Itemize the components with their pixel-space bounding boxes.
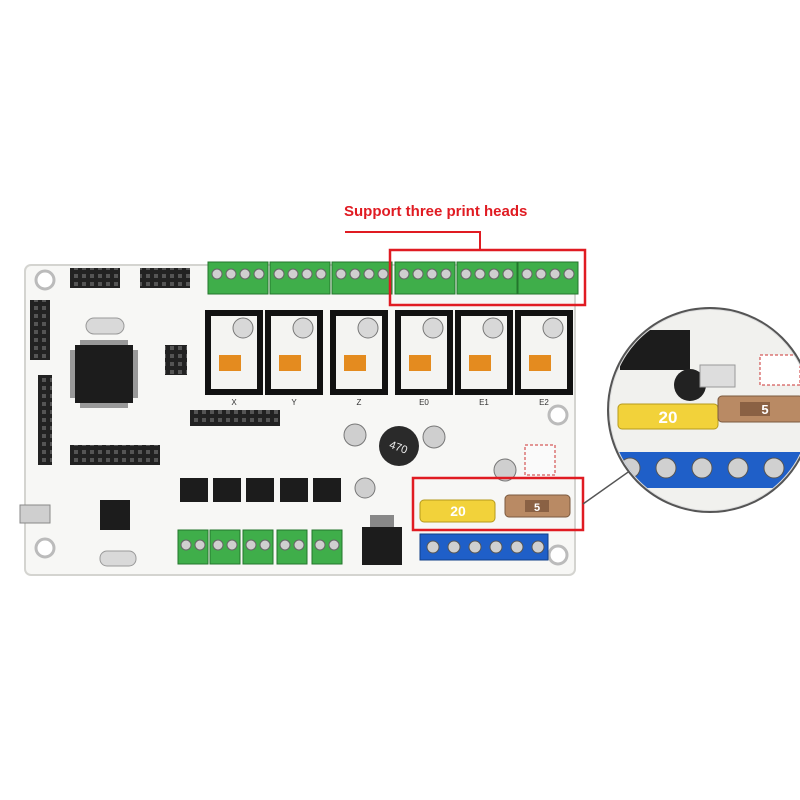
callout-text: Support three print heads bbox=[344, 203, 528, 220]
terminal-block bbox=[517, 261, 579, 295]
crystal-oscillator bbox=[85, 317, 125, 335]
usb-port bbox=[19, 504, 51, 524]
driver-socket-e0: E0 bbox=[395, 310, 453, 407]
capacitor bbox=[422, 425, 446, 449]
driver-label: E0 bbox=[419, 398, 429, 407]
screw bbox=[727, 457, 749, 479]
stepper-driver-sockets: X Y Z E0 E1 E2 bbox=[205, 310, 573, 407]
screw bbox=[763, 457, 785, 479]
fuse-small-label: 5 bbox=[534, 502, 540, 514]
mount-hole bbox=[547, 404, 569, 426]
terminal-block bbox=[394, 261, 456, 295]
screw bbox=[691, 457, 713, 479]
driver-socket-z: Z bbox=[330, 310, 388, 407]
screw bbox=[426, 540, 440, 554]
bottom-terminals bbox=[177, 529, 343, 565]
terminal-block bbox=[209, 529, 241, 565]
header-pins bbox=[70, 445, 160, 465]
driver-label: X bbox=[231, 398, 237, 407]
power-terminal bbox=[419, 533, 549, 561]
terminal-block bbox=[207, 261, 269, 295]
callout-line bbox=[345, 231, 481, 250]
terminal-block bbox=[177, 529, 209, 565]
driver-socket-e2: E2 bbox=[515, 310, 573, 407]
fuse-large bbox=[419, 499, 496, 523]
driver-label: E1 bbox=[479, 398, 489, 407]
capacitor bbox=[354, 477, 376, 499]
header-pins bbox=[190, 410, 280, 426]
terminal-block bbox=[311, 529, 343, 565]
top-terminals bbox=[207, 261, 579, 295]
screw bbox=[531, 540, 545, 554]
inductor bbox=[379, 426, 419, 466]
driver-label: Z bbox=[357, 398, 362, 407]
header-pins bbox=[165, 345, 187, 375]
main-microcontroller bbox=[75, 345, 133, 403]
header-pins bbox=[38, 375, 52, 465]
screw bbox=[510, 540, 524, 554]
capacitor bbox=[343, 423, 367, 447]
screw bbox=[468, 540, 482, 554]
screw bbox=[489, 540, 503, 554]
terminal-block bbox=[456, 261, 518, 295]
mount-hole bbox=[34, 537, 56, 559]
zoom-inset: 20 5 bbox=[607, 307, 800, 513]
terminal-block bbox=[242, 529, 274, 565]
inset-fuse-small-label: 5 bbox=[761, 402, 768, 417]
terminal-block bbox=[269, 261, 331, 295]
header-pins bbox=[30, 300, 50, 360]
capacitor bbox=[493, 458, 517, 482]
terminal-block bbox=[331, 261, 393, 295]
driver-socket-y: Y bbox=[265, 310, 323, 407]
header-pins bbox=[70, 268, 120, 288]
mosfets bbox=[180, 478, 341, 502]
screw bbox=[447, 540, 461, 554]
screw bbox=[655, 457, 677, 479]
driver-socket-e1: E1 bbox=[455, 310, 513, 407]
usb-chip bbox=[100, 500, 130, 530]
inductor-label: 470 bbox=[388, 439, 409, 457]
driver-label: Y bbox=[291, 398, 297, 407]
header-pins bbox=[140, 268, 190, 288]
voltage-regulator bbox=[362, 527, 402, 565]
wifi-chip bbox=[524, 444, 556, 476]
crystal-oscillator bbox=[99, 550, 137, 567]
driver-socket-x: X bbox=[205, 310, 263, 407]
terminal-block bbox=[276, 529, 308, 565]
driver-label: E2 bbox=[539, 398, 549, 407]
highlight-terminals bbox=[388, 248, 587, 307]
fuse-large-label: 20 bbox=[450, 503, 466, 519]
inset-fuse-large-label: 20 bbox=[659, 408, 678, 427]
mount-hole bbox=[34, 269, 56, 291]
mount-hole bbox=[547, 544, 569, 566]
